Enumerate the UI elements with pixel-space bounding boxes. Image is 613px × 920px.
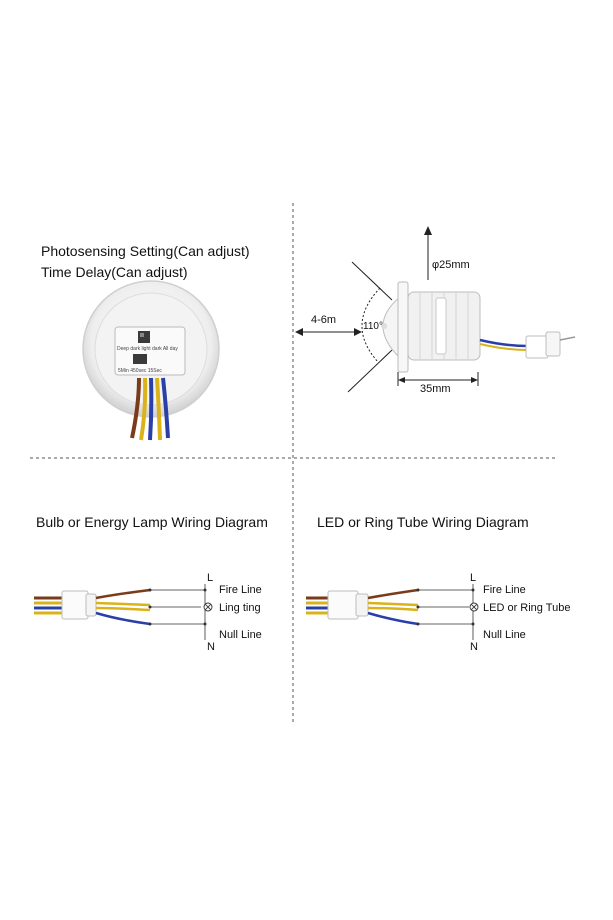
bulb-L-label: L xyxy=(207,572,214,584)
bulb-null-line-label: Null Line xyxy=(219,629,262,641)
led-L-label: L xyxy=(470,572,477,584)
wire-connector xyxy=(327,590,359,620)
length-label: 35mm xyxy=(420,383,451,395)
led-load-label: LED or Ring Tube xyxy=(483,602,571,614)
time-delay-knob xyxy=(133,354,147,364)
diameter-label: φ25mm xyxy=(432,259,470,271)
angle-label: 110° xyxy=(363,321,383,332)
lamp-icon xyxy=(469,602,479,612)
photosensing-setting-label: Photosensing Setting(Can adjust) xyxy=(41,243,250,259)
bulb-diagram-title: Bulb or Energy Lamp Wiring Diagram xyxy=(36,514,268,530)
led-null-line-label: Null Line xyxy=(483,629,526,641)
device-mode-text: Deep dark light dark All day xyxy=(117,346,178,352)
bulb-fire-line-label: Fire Line xyxy=(219,584,262,596)
range-label: 4-6m xyxy=(311,314,337,326)
time-delay-label: Time Delay(Can adjust) xyxy=(41,264,188,280)
led-diagram-title: LED or Ring Tube Wiring Diagram xyxy=(317,514,529,530)
bulb-load-label: Ling ting xyxy=(219,602,261,614)
lamp-icon xyxy=(203,602,213,612)
bulb-N-label: N xyxy=(207,641,215,653)
device-time-text: 5Min 450sec 15Sec xyxy=(118,368,162,374)
led-fire-line-label: Fire Line xyxy=(483,584,526,596)
led-N-label: N xyxy=(470,641,478,653)
